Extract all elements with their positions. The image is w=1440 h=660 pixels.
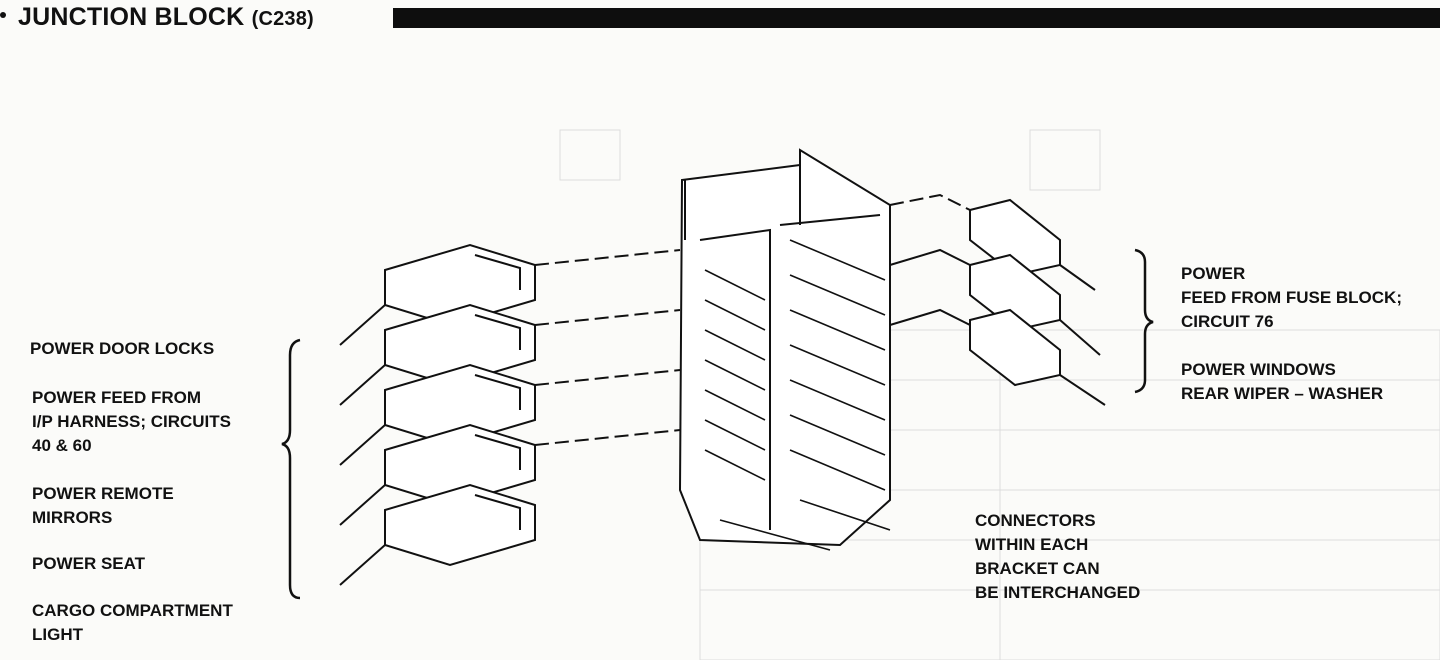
connector <box>339 483 536 586</box>
label-line: POWER DOOR LOCKS <box>30 339 215 358</box>
label-line: I/P HARNESS; CIRCUITS <box>32 412 231 431</box>
label-line: CONNECTORS <box>975 511 1096 530</box>
label-line: POWER SEAT <box>32 554 146 573</box>
connector <box>339 423 681 526</box>
label-power-feed-fuse-block: POWER FEED FROM FUSE BLOCK; CIRCUIT 76 <box>1181 262 1402 334</box>
label-line: 40 & 60 <box>32 436 92 455</box>
label-power-feed-ip-harness: POWER FEED FROM I/P HARNESS; CIRCUITS 40… <box>32 386 231 458</box>
label-line: REAR WIPER – WASHER <box>1181 384 1384 403</box>
right-bracket-brace <box>1134 248 1154 394</box>
label-power-windows-rear-wiper: POWER WINDOWS REAR WIPER – WASHER <box>1181 358 1383 406</box>
label-line: POWER REMOTE <box>32 484 174 503</box>
connector <box>889 248 1101 356</box>
junction-block-ribs <box>704 239 891 551</box>
page-title: JUNCTION BLOCK (C238) <box>18 3 314 32</box>
label-power-seat: POWER SEAT <box>32 552 145 576</box>
label-line: BE INTERCHANGED <box>975 583 1141 602</box>
bullet-icon <box>0 12 6 18</box>
label-line: CARGO COMPARTMENT <box>32 601 233 620</box>
title-rule <box>393 8 1440 28</box>
title-text: JUNCTION BLOCK <box>18 3 245 31</box>
label-line: CIRCUIT 76 <box>1181 312 1274 331</box>
label-line: POWER <box>1181 264 1246 283</box>
label-cargo-compartment-light: CARGO COMPARTMENT LIGHT <box>32 599 233 647</box>
label-power-door-locks: POWER DOOR LOCKS <box>30 337 214 361</box>
connector-code: (C238) <box>251 8 314 30</box>
label-line: WITHIN EACH <box>975 535 1089 554</box>
connector <box>339 363 681 466</box>
connector <box>339 303 681 406</box>
right-connectors <box>889 193 1106 406</box>
label-line: BRACKET CAN <box>975 559 1100 578</box>
left-connectors <box>339 243 681 586</box>
junction-block <box>678 148 891 547</box>
label-line: LIGHT <box>32 625 83 644</box>
label-line: POWER FEED FROM <box>32 388 202 407</box>
label-line: MIRRORS <box>32 508 113 527</box>
connector <box>889 193 1096 291</box>
connector <box>889 308 1106 406</box>
connector <box>339 243 681 346</box>
label-line: FEED FROM FUSE BLOCK; <box>1181 288 1402 307</box>
label-line: POWER WINDOWS <box>1181 360 1336 379</box>
label-power-remote-mirrors: POWER REMOTE MIRRORS <box>32 482 174 530</box>
left-bracket-brace <box>281 338 301 600</box>
note-connectors-interchangeable: CONNECTORS WITHIN EACH BRACKET CAN BE IN… <box>975 509 1140 605</box>
